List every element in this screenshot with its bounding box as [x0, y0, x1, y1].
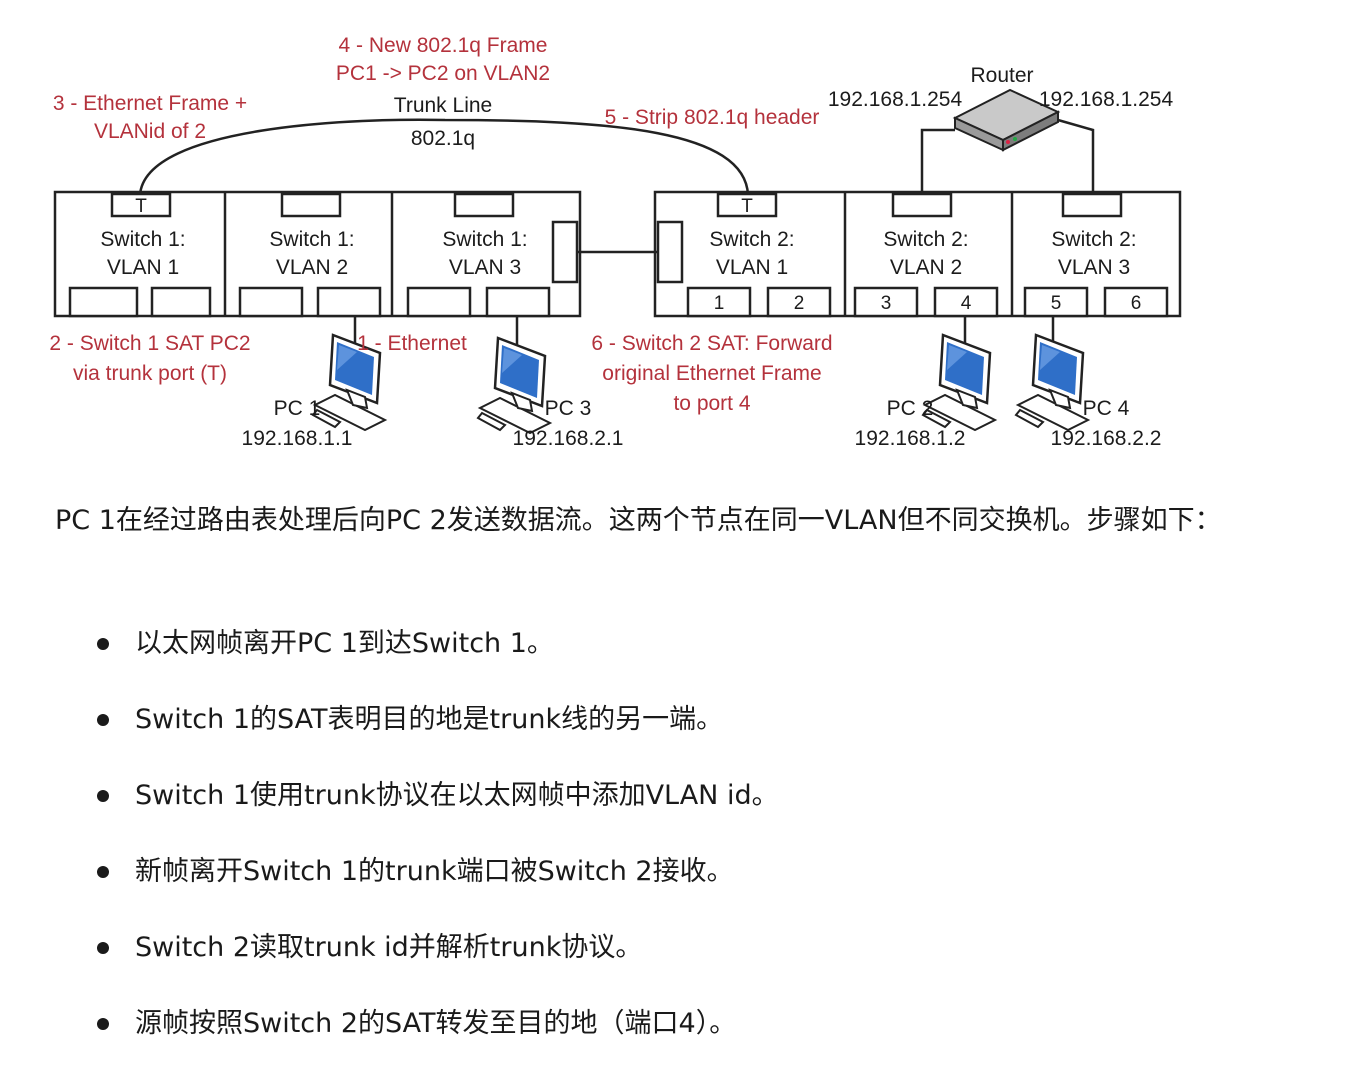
pc-name-label: PC 2 [887, 397, 934, 420]
switch-2-section-vlan: VLAN 2 [890, 256, 962, 279]
step-text: 以太网帧离开PC 1到达Switch 1。 [135, 628, 554, 659]
annotation-4-line-2: PC1 -> PC2 on VLAN2 [336, 62, 550, 85]
step-item: 以太网帧离开PC 1到达Switch 1。 [95, 616, 779, 692]
annotation-6-line-1: 6 - Switch 2 SAT: Forward [591, 332, 832, 355]
pc-3-icon [476, 336, 552, 435]
port-number-6: 6 [1131, 293, 1142, 314]
router-wire-right [1057, 118, 1095, 195]
vlan-trunk-diagram: 3 - Ethernet Frame + VLANid of 2 4 - New 8… [49, 34, 1182, 450]
trunk-port-label-switch-2: T [741, 196, 753, 217]
router-wire-left [920, 128, 955, 195]
switch-2-section-vlan: VLAN 3 [1058, 256, 1130, 279]
pc-name-label: PC 4 [1083, 397, 1130, 420]
pc-2-icon [921, 333, 997, 432]
annotation-2-line-1: 2 - Switch 1 SAT PC2 [49, 332, 250, 355]
step-text: Switch 2读取trunk id并解析trunk协议。 [135, 932, 643, 963]
annotation-1: 1 - Ethernet [357, 332, 467, 355]
annotation-4-line-1: 4 - New 802.1q Frame [339, 34, 548, 57]
step-item: Switch 2读取trunk id并解析trunk协议。 [95, 920, 779, 996]
trunk-protocol-label: 802.1q [411, 127, 475, 150]
switch-2-section-name: Switch 2: [883, 228, 968, 251]
bullet-icon [97, 638, 109, 650]
annotation-3-line-2: VLANid of 2 [94, 120, 206, 143]
step-item: Switch 1使用trunk协议在以太网帧中添加VLAN id。 [95, 768, 779, 844]
annotation-2-line-2: via trunk port (T) [73, 362, 227, 385]
step-item: 新帧离开Switch 1的trunk端口被Switch 2接收。 [95, 844, 779, 920]
trunk-port-label-switch-1: T [135, 196, 147, 217]
step-item: Switch 1的SAT表明目的地是trunk线的另一端。 [95, 692, 779, 768]
router-label: Router [970, 64, 1033, 87]
step-text: Switch 1的SAT表明目的地是trunk线的另一端。 [135, 704, 724, 735]
pc-ip-label: 192.168.1.2 [855, 427, 966, 450]
port-number-3: 3 [881, 293, 892, 314]
port-number-4: 4 [961, 293, 972, 314]
pc-ip-label: 192.168.2.1 [513, 427, 624, 450]
pc-ip-label: 192.168.1.1 [242, 427, 353, 450]
switch-1-section-name: Switch 1: [442, 228, 527, 251]
switch-1-section-vlan: VLAN 3 [449, 256, 521, 279]
port-number-1: 1 [714, 293, 725, 314]
bullet-icon [97, 1018, 109, 1030]
switch-2 [653, 190, 1182, 318]
router-icon [952, 88, 1061, 152]
step-item: 源帧按照Switch 2的SAT转发至目的地（端口4）。 [95, 996, 779, 1072]
router-ip-right: 192.168.1.254 [1039, 88, 1174, 111]
switch-1-section-name: Switch 1: [100, 228, 185, 251]
switch-1-section-vlan: VLAN 2 [276, 256, 348, 279]
switch-1-section-vlan: VLAN 1 [107, 256, 179, 279]
pc-ip-label: 192.168.2.2 [1051, 427, 1162, 450]
switch-2-section-name: Switch 2: [1051, 228, 1136, 251]
annotation-6-line-3: to port 4 [673, 392, 750, 415]
switch-2-section-name: Switch 2: [709, 228, 794, 251]
trunk-line [138, 118, 750, 196]
annotation-6-line-2: original Ethernet Frame [602, 362, 821, 385]
router-ip-left: 192.168.1.254 [828, 88, 963, 111]
bullet-icon [97, 790, 109, 802]
step-text: Switch 1使用trunk协议在以太网帧中添加VLAN id。 [135, 780, 779, 811]
port-number-2: 2 [794, 293, 805, 314]
pc-4-icon [1014, 333, 1090, 432]
switch-1 [53, 190, 582, 318]
annotation-3-line-1: 3 - Ethernet Frame + [53, 92, 247, 115]
switch-1-section-name: Switch 1: [269, 228, 354, 251]
pc-name-label: PC 1 [274, 397, 321, 420]
bullet-icon [97, 942, 109, 954]
pc-name-label: PC 3 [545, 397, 592, 420]
description-paragraph: PC 1在经过路由表处理后向PC 2发送数据流。这两个节点在同一VLAN但不同交… [55, 505, 1222, 536]
port-number-5: 5 [1051, 293, 1062, 314]
bullet-icon [97, 714, 109, 726]
bullet-icon [97, 866, 109, 878]
annotation-5: 5 - Strip 802.1q header [605, 106, 820, 129]
trunk-line-label: Trunk Line [394, 94, 492, 117]
step-text: 新帧离开Switch 1的trunk端口被Switch 2接收。 [135, 856, 734, 887]
step-text: 源帧按照Switch 2的SAT转发至目的地（端口4）。 [135, 1008, 737, 1039]
steps-list: 以太网帧离开PC 1到达Switch 1。 Switch 1的SAT表明目的地是… [95, 616, 779, 1072]
switch-2-section-vlan: VLAN 1 [716, 256, 788, 279]
